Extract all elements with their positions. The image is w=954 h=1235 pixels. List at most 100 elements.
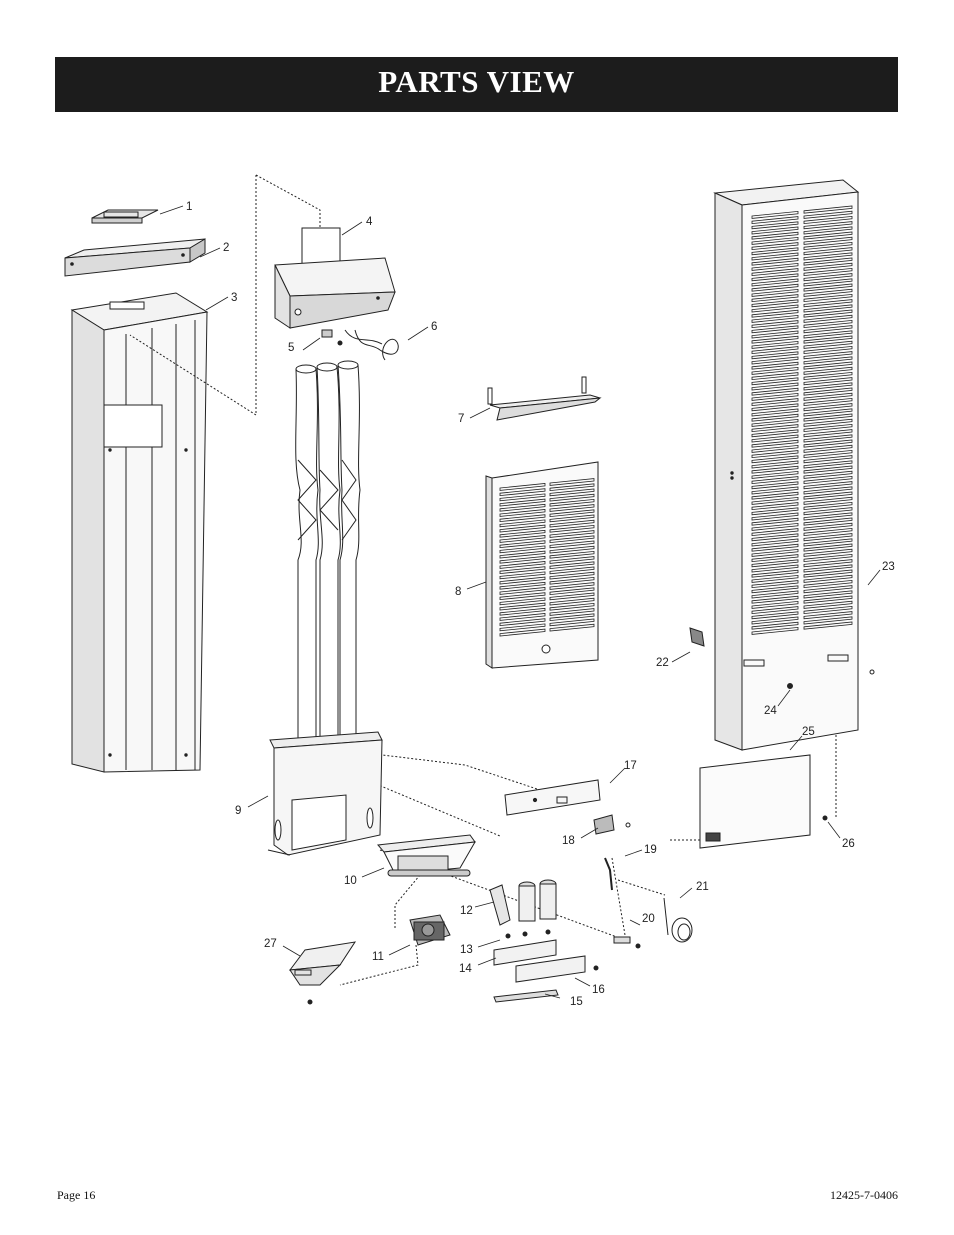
louver-slat [803, 486, 853, 495]
louver-slat [751, 236, 799, 245]
louver-slat [803, 600, 853, 609]
louver-slat [499, 483, 546, 491]
page-number: Page 16 [57, 1188, 96, 1202]
louver-slat [751, 377, 799, 386]
louver-slat [499, 545, 546, 554]
louver-slat [499, 613, 546, 621]
callout-16: 16 [592, 984, 605, 996]
louver-slat [549, 561, 595, 570]
louver-slat [549, 535, 595, 544]
louver-slat [803, 413, 853, 422]
louver-slat [549, 550, 595, 559]
louver-slat [751, 476, 799, 485]
louver-slat [751, 288, 799, 297]
louver-slat [803, 595, 853, 604]
callout-7: 7 [458, 413, 464, 425]
louver-slat [803, 319, 853, 329]
part-12-burner-assembly [489, 879, 557, 926]
callout-9: 9 [235, 805, 241, 817]
louver-slat [751, 252, 799, 261]
louver-slat [751, 372, 799, 381]
louver-slat [751, 330, 799, 339]
louver-slat [803, 564, 853, 573]
louver-slat [549, 597, 595, 606]
louver-slat [803, 449, 853, 459]
louver-slat [751, 387, 799, 396]
part-15-bracket [493, 989, 559, 1003]
louver-slat [549, 540, 595, 549]
louver-slat [803, 267, 853, 277]
louver-slat [549, 576, 595, 585]
louver-slat [803, 579, 853, 589]
part-26-screw [822, 815, 828, 821]
louver-slat [803, 257, 853, 266]
callout-19: 19 [644, 844, 657, 856]
louver-slat [803, 507, 853, 516]
louver-slat [803, 590, 853, 599]
callout-21: 21 [696, 881, 709, 893]
louver-slat [751, 559, 799, 568]
louver-slat [499, 602, 546, 611]
louver-slat [803, 215, 853, 225]
louver-slat [803, 392, 853, 401]
louver-slat [549, 592, 595, 601]
louver-slat [751, 460, 799, 469]
louver-slat [803, 241, 853, 251]
louver-slat [751, 382, 799, 391]
louver-slat [803, 548, 853, 557]
louver-slat [751, 242, 799, 251]
louver-slat [803, 439, 853, 448]
louver-slat [751, 294, 799, 303]
louver-slat [751, 351, 799, 360]
callout-14: 14 [459, 963, 472, 975]
louver-slat [751, 528, 799, 537]
louver-slat [803, 403, 853, 412]
louver-slat [751, 356, 799, 365]
louver-slat [803, 465, 853, 474]
louver-slat [549, 483, 595, 492]
louver-slat [751, 585, 799, 594]
louver-slat [803, 304, 853, 313]
louver-slat [751, 262, 799, 271]
louver-slat [803, 205, 853, 214]
louver-slat [751, 481, 799, 490]
part-27-side-shield [288, 941, 357, 1005]
louver-slat [751, 346, 799, 355]
louver-slat [751, 486, 799, 495]
louver-slat [803, 221, 853, 230]
part-4-hood [274, 227, 396, 329]
louver-slat [499, 581, 546, 590]
louver-slat [751, 361, 799, 370]
louver-slat [751, 590, 799, 599]
louver-slat [751, 606, 799, 615]
callout-20: 20 [642, 913, 655, 925]
louver-slat [549, 488, 595, 497]
louver-slat [803, 527, 853, 537]
louver-slat [751, 569, 799, 578]
louver-slat [549, 530, 595, 538]
louver-slat [751, 434, 799, 443]
louver-slat [803, 273, 853, 282]
louver-slat [499, 524, 546, 533]
louver-slat [499, 535, 546, 543]
louver-slat [549, 493, 595, 502]
louver-slat [803, 475, 853, 485]
louver-slat [549, 587, 595, 596]
part-19-pilot [604, 857, 613, 891]
louver-slat [751, 444, 799, 453]
louver-slat [751, 626, 799, 635]
louver-slat [499, 529, 546, 538]
callout-18: 18 [562, 835, 575, 847]
callout-24: 24 [764, 705, 777, 717]
louver-slat [803, 351, 853, 360]
louver-slat [499, 618, 546, 627]
louver-slat [751, 465, 799, 474]
louver-slat [549, 478, 595, 486]
louver-slat [803, 314, 853, 323]
document-number: 12425-7-0406 [830, 1188, 898, 1202]
callout-27: 27 [264, 938, 277, 950]
louver-slat [499, 493, 546, 502]
louver-slat [751, 226, 799, 235]
louver-slat [499, 592, 546, 601]
